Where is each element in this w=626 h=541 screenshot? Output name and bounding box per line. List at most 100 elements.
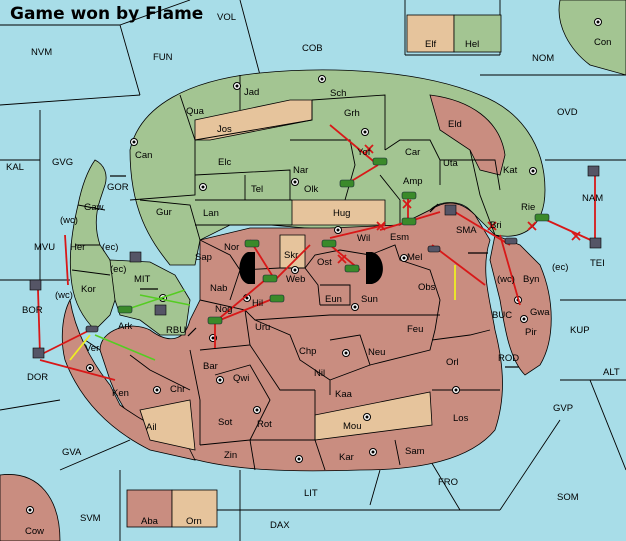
region-label-uta: Uta bbox=[443, 158, 459, 169]
order-arrows bbox=[37, 124, 596, 381]
passage-markers bbox=[110, 175, 519, 368]
region-label-web: Web bbox=[286, 274, 305, 285]
region-label-mou: Mou bbox=[343, 421, 361, 432]
region-label-bor: BOR bbox=[22, 305, 43, 316]
failed-orders bbox=[337, 144, 581, 264]
region-label-yof: Yof bbox=[357, 147, 371, 158]
region-label-cow: Cow bbox=[25, 526, 44, 537]
region-label-ec: (ec) bbox=[552, 262, 568, 273]
region-label-wc: (wc) bbox=[497, 274, 515, 285]
region-label-alt: ALT bbox=[603, 367, 620, 378]
region-con[interactable] bbox=[558, 0, 626, 76]
tunnel-east bbox=[366, 252, 383, 284]
region-label-con: Con bbox=[594, 37, 611, 48]
region-label-mvu: MVU bbox=[34, 242, 55, 253]
legend-top: Elf Hel bbox=[406, 14, 502, 53]
region-label-nil: Nil bbox=[314, 368, 325, 379]
region-label-kal: KAL bbox=[6, 162, 24, 173]
region-label-eun: Eun bbox=[325, 294, 342, 305]
region-label-jad: Jad bbox=[244, 87, 259, 98]
region-label-nog: Nog bbox=[215, 304, 232, 315]
region-label-kat: Kat bbox=[503, 165, 518, 176]
region-label-orl: Orl bbox=[446, 357, 459, 368]
region-label-nor: Nor bbox=[224, 242, 239, 253]
region-label-buc: BUC bbox=[492, 310, 512, 321]
region-label-nvm: NVM bbox=[31, 47, 52, 58]
region-label-wil: Wil bbox=[357, 233, 370, 244]
region-label-neu: Neu bbox=[368, 347, 385, 358]
region-label-esm: Esm bbox=[390, 232, 409, 243]
region-label-hil: Hil bbox=[252, 298, 263, 309]
region-label-feu: Feu bbox=[407, 324, 423, 335]
region-label-elc: Elc bbox=[218, 157, 231, 168]
region-label-byn: Byn bbox=[523, 274, 539, 285]
region-label-eld: Eld bbox=[448, 119, 462, 130]
region-label-grh: Grh bbox=[344, 108, 360, 119]
region-label-nom: NOM bbox=[532, 53, 554, 64]
region-label-her: Her bbox=[70, 242, 85, 253]
region-label-lit: LIT bbox=[304, 488, 318, 499]
region-label-gwa: Gwa bbox=[530, 307, 550, 318]
region-label-ec: (ec) bbox=[102, 242, 118, 253]
region-label-kar: Kar bbox=[339, 452, 354, 463]
legend-bottom: Aba Orn bbox=[126, 489, 218, 528]
armies bbox=[117, 157, 550, 325]
region-label-uru: Uru bbox=[255, 322, 270, 333]
region-label-nab: Nab bbox=[210, 283, 227, 294]
region-label-hug: Hug bbox=[333, 208, 350, 219]
region-label-bar: Bar bbox=[203, 361, 218, 372]
region-label-rbu: RBU bbox=[166, 325, 186, 336]
region-label-gur: Gur bbox=[156, 207, 172, 218]
region-label-amp: Amp bbox=[403, 176, 423, 187]
legend-elf: Elf bbox=[425, 39, 436, 50]
region-label-skr: Skr bbox=[284, 250, 298, 261]
region-label-kaa: Kaa bbox=[335, 389, 353, 400]
region-label-tei: TEI bbox=[590, 258, 605, 269]
region-label-nam: NAM bbox=[582, 193, 603, 204]
region-label-obs: Obs bbox=[418, 282, 436, 293]
region-label-sun: Sun bbox=[361, 294, 378, 305]
region-label-los: Los bbox=[453, 413, 469, 424]
game-result-title: Game won by Flame bbox=[10, 4, 204, 24]
region-label-svm: SVM bbox=[80, 513, 101, 524]
region-label-kup: KUP bbox=[570, 325, 590, 336]
south-borders bbox=[84, 239, 500, 471]
region-label-wc: (wc) bbox=[60, 215, 78, 226]
region-label-wc: (wc) bbox=[55, 290, 73, 301]
region-label-tel: Tel bbox=[251, 184, 263, 195]
region-label-gvg: GVG bbox=[52, 157, 73, 168]
region-ail[interactable] bbox=[139, 399, 196, 451]
region-label-rot: Rot bbox=[257, 419, 272, 430]
region-label-mit: MIT bbox=[134, 274, 151, 285]
sea-labels: VOL NVM FUN COB NOM Con OVD KAL GVG GOR … bbox=[6, 12, 620, 537]
region-label-car: Car bbox=[405, 147, 420, 158]
region-label-dor: DOR bbox=[27, 372, 48, 383]
region-label-gvp: GVP bbox=[553, 403, 573, 414]
region-eld-edge bbox=[429, 94, 506, 176]
legend-hel: Hel bbox=[465, 39, 479, 50]
tunnel-west bbox=[239, 252, 255, 284]
region-label-vol: VOL bbox=[217, 12, 236, 23]
region-label-chr: Chr bbox=[170, 384, 185, 395]
region-label-chp: Chp bbox=[299, 346, 316, 357]
region-label-ver: Ver bbox=[85, 343, 99, 354]
region-label-bri: Bri bbox=[490, 220, 502, 231]
region-label-qua: Qua bbox=[186, 106, 205, 117]
region-label-som: SOM bbox=[557, 492, 579, 503]
region-label-sam: Sam bbox=[405, 446, 425, 457]
region-label-fun: FUN bbox=[153, 52, 173, 63]
legend-aba: Aba bbox=[141, 516, 159, 527]
region-label-ost: Ost bbox=[317, 257, 332, 268]
region-label-cob: COB bbox=[302, 43, 323, 54]
region-label-lan: Lan bbox=[203, 208, 219, 219]
legend-orn: Orn bbox=[186, 516, 202, 527]
region-label-dax: DAX bbox=[270, 520, 290, 531]
region-label-jos: Jos bbox=[217, 124, 232, 135]
region-label-can: Can bbox=[135, 150, 152, 161]
region-label-ovd: OVD bbox=[557, 107, 578, 118]
region-label-kor: Kor bbox=[81, 284, 96, 295]
region-label-mel: Mel bbox=[407, 252, 422, 263]
region-label-gor: GOR bbox=[107, 182, 129, 193]
